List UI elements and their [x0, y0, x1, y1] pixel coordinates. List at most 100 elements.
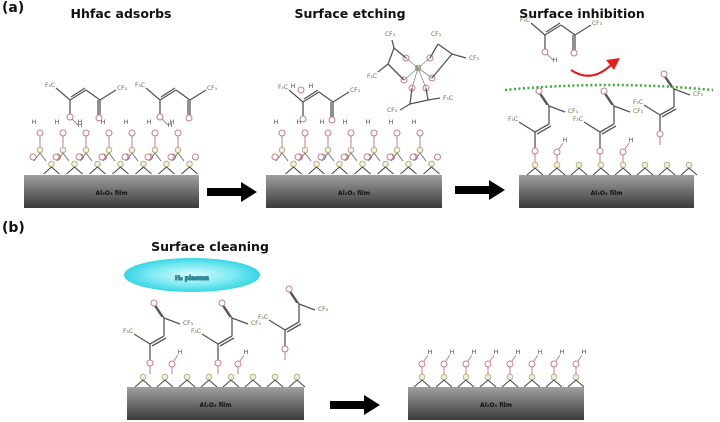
bond-line — [173, 354, 179, 362]
oxygen-atom — [297, 86, 305, 94]
bond-line — [663, 75, 673, 89]
oxygen-atom — [328, 116, 336, 124]
bond-line — [230, 379, 240, 388]
bond-line — [540, 93, 550, 107]
aluminum-atom — [139, 373, 147, 381]
bond-line — [288, 379, 298, 388]
bond-line — [592, 167, 602, 176]
bond-line — [387, 47, 395, 65]
bond-line — [548, 167, 558, 176]
bond-line — [149, 335, 165, 345]
bond-line — [405, 57, 419, 69]
bond-line — [164, 379, 174, 388]
bond-line — [396, 152, 404, 162]
process-arrow — [330, 395, 380, 415]
hydrogen-label: H — [178, 349, 183, 356]
aluminum-atom — [572, 373, 580, 381]
f3c-label: F₃C — [123, 328, 133, 335]
aluminum-atom — [205, 373, 213, 381]
bond-line — [403, 67, 419, 81]
f3c-label: F₃C — [45, 82, 55, 89]
aluminum-atom — [249, 373, 257, 381]
hydrogen-label: H — [244, 349, 249, 356]
film-label: Al₂O₃ film — [338, 190, 370, 197]
aluminum-atom — [418, 373, 426, 381]
bond-line — [304, 152, 312, 162]
oxygen-atom — [347, 129, 355, 137]
bond-line — [158, 166, 167, 175]
bond-line — [544, 24, 562, 36]
aluminum-atom — [663, 161, 671, 169]
oxygen-atom — [299, 115, 307, 123]
hydrogen-label: H — [494, 349, 499, 356]
hydrogen-label: H — [412, 119, 417, 126]
bond-line — [318, 91, 334, 103]
bond-line — [99, 89, 117, 101]
bond-line — [71, 118, 79, 126]
oxygen-atom — [370, 129, 378, 137]
bond-line — [545, 379, 555, 388]
bond-line — [327, 152, 335, 162]
bond-line — [431, 53, 453, 79]
oxygen-atom — [150, 299, 158, 307]
aluminum-atom — [347, 146, 355, 154]
bond-line — [643, 104, 661, 116]
hydrogen-label: H — [297, 119, 302, 126]
oxygen-atom — [363, 153, 371, 161]
bond-line — [603, 92, 613, 106]
bond-line — [575, 379, 585, 388]
hydrogen-label: H — [320, 119, 325, 126]
bond-line — [186, 379, 196, 388]
bond-line — [523, 379, 533, 388]
hydrogen-label: H — [291, 83, 296, 90]
oxygen-atom — [393, 129, 401, 137]
aluminum-atom — [462, 373, 470, 381]
process-arrow — [455, 180, 505, 200]
bond-line — [489, 354, 495, 362]
bond-line — [487, 379, 497, 388]
bond-line — [308, 166, 317, 175]
bond-line — [427, 97, 441, 101]
oxygen-atom — [144, 153, 152, 161]
aluminum-atom — [59, 146, 67, 154]
oxygen-atom — [440, 360, 448, 368]
hydrogen-label: H — [366, 119, 371, 126]
oxygen-atom — [271, 153, 279, 161]
bond-line — [673, 88, 691, 96]
cf3-label: CF₃ — [251, 320, 262, 327]
oxygen-atom — [174, 129, 182, 137]
bond-line — [574, 24, 592, 36]
title-surface-inhibition: Surface inhibition — [519, 6, 645, 21]
desorption-arrow — [570, 63, 613, 77]
oxygen-atom — [185, 114, 193, 122]
film-label: Al₂O₃ film — [591, 190, 623, 197]
bond-line — [546, 53, 554, 61]
bond-line — [530, 22, 546, 36]
hydrogen-label: H — [389, 119, 394, 126]
bond-line — [425, 87, 429, 101]
hydrogen-label: H — [32, 119, 37, 126]
bond-line — [408, 166, 417, 175]
panel-label-b: (b) — [2, 220, 25, 236]
bond-line — [556, 167, 566, 176]
bond-line — [511, 354, 517, 362]
oxygen-atom — [98, 153, 106, 161]
bond-line — [583, 121, 601, 133]
bond-line — [526, 167, 536, 176]
bond-line — [622, 167, 632, 176]
bond-line — [175, 89, 191, 101]
oxygen-atom — [281, 345, 289, 353]
bond-line — [85, 152, 93, 162]
bond-line — [222, 379, 232, 388]
bond-line — [362, 166, 371, 175]
oxygen-atom — [409, 153, 417, 161]
bond-line — [545, 22, 561, 33]
aluminum-atom — [161, 373, 169, 381]
bond-line — [443, 379, 453, 388]
cf3-label: CF₃ — [693, 91, 704, 98]
hydrogen-label: H — [629, 137, 634, 144]
f3c-label: F₃C — [573, 116, 583, 123]
bond-line — [431, 166, 440, 175]
bond-line — [316, 166, 325, 175]
